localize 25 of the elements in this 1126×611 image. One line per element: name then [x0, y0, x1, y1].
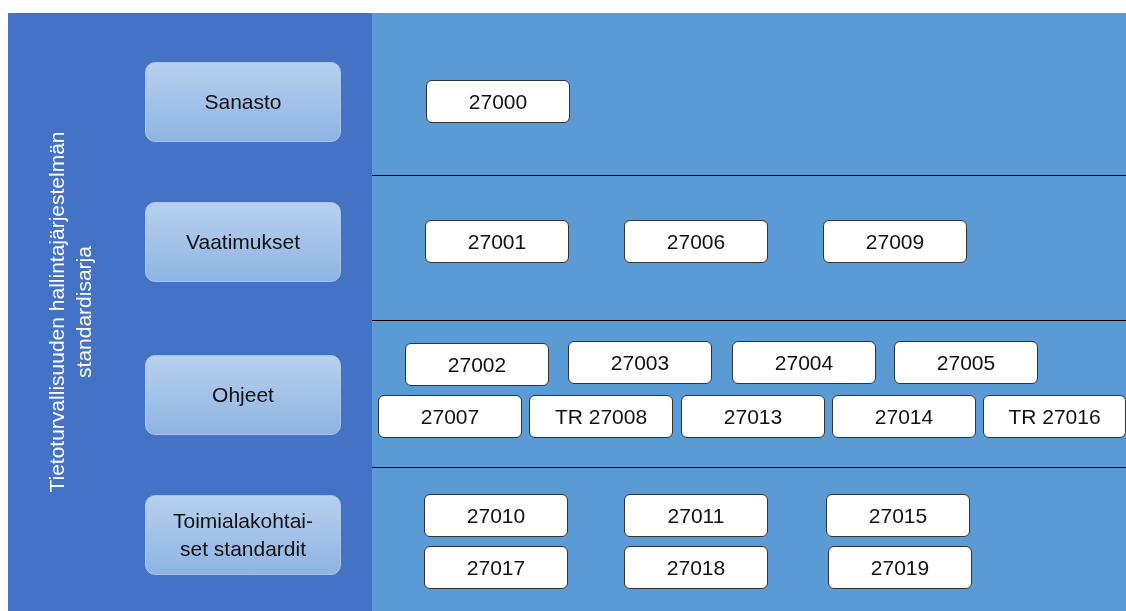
standard-box: 27005	[894, 341, 1038, 384]
standard-box: TR 27016	[983, 395, 1126, 438]
standard-box: 27007	[378, 395, 522, 438]
category-box: Sanasto	[145, 62, 341, 142]
standard-box: 27011	[624, 494, 768, 537]
standard-box: 27006	[624, 220, 768, 263]
standard-box: 27001	[425, 220, 569, 263]
standard-box: 27019	[828, 546, 972, 589]
standard-box: 27009	[823, 220, 967, 263]
standard-box: 27000	[426, 80, 570, 123]
standard-box: 27014	[832, 395, 976, 438]
standard-box: 27015	[826, 494, 970, 537]
category-box: Vaatimukset	[145, 202, 341, 282]
standard-box: 27004	[732, 341, 876, 384]
standard-box: 27002	[405, 343, 549, 386]
standard-box: 27018	[624, 546, 768, 589]
standard-box: 27013	[681, 395, 825, 438]
vertical-title: Tietoturvallisuuden hallintajärjestelmän standardisarja	[43, 130, 96, 495]
category-box: Toimialakohtai- set standardit	[145, 495, 341, 575]
category-box: Ohjeet	[145, 355, 341, 435]
standard-box: 27010	[424, 494, 568, 537]
standard-box: 27003	[568, 341, 712, 384]
side-band	[8, 13, 372, 611]
standard-box: 27017	[424, 546, 568, 589]
standard-box: TR 27008	[529, 395, 673, 438]
